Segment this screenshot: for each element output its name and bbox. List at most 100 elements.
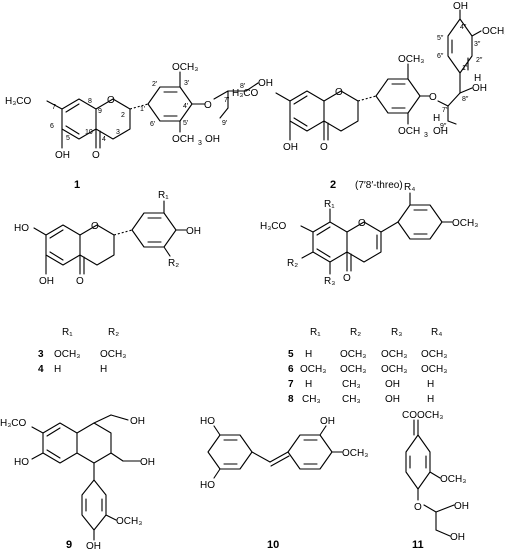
table58-row8-r3: OH: [385, 394, 400, 405]
pos-2pp-2: 2″: [476, 57, 483, 64]
och3-4p-5: OCH₃: [452, 218, 478, 229]
table58-row6-r1: OCH₃: [300, 364, 326, 375]
table58-row5-r1: H: [305, 349, 312, 360]
compound-3-4: HO O O OH R₁ OH R₂ R₁ R₂ 3 OCH₃ OCH₃ 4 H…: [14, 190, 201, 375]
oh-lower-11: OH: [450, 532, 465, 543]
oh-upper-11: OH: [454, 501, 469, 512]
pos-10-1: 10: [85, 129, 93, 136]
h3co-label-1: H₃CO: [5, 96, 32, 107]
compound-2-note: (7′8′-threo): [355, 180, 403, 191]
carbonyl-o-1: O: [92, 150, 100, 161]
r3-label-5: R₃: [324, 276, 335, 287]
table58-row6-r3: OCH₃: [381, 364, 407, 375]
och3-11: OCH₃: [440, 474, 466, 485]
carbonyl-o-5: O: [343, 273, 351, 284]
ho-7-3: HO: [14, 223, 29, 234]
compound-2: H₃CO O O OH OCH₃ O OCH 3 OH OH OCH₃ OH H…: [232, 1, 505, 191]
compound-5-8: H₃CO O O R₁ R₂ R₃ R₄ OCH₃ R₁ R₂ R₃ R₄ 5 …: [260, 182, 478, 405]
pos-3-1: 3: [116, 129, 120, 136]
carbonyl-o-3: O: [76, 276, 84, 287]
table58-row8-id: 8: [288, 394, 294, 405]
oh-8pp-2: OH: [472, 83, 487, 94]
pos-7p-1: 7′: [224, 97, 230, 104]
compound-10-number: 10: [267, 539, 279, 550]
compound-9: H₃CO HO OH OH OH OCH₃ 9: [0, 414, 155, 550]
och3-3pp-2: OCH₃: [482, 26, 505, 37]
compound-2-number: 2: [330, 179, 336, 191]
och3-3p-1: OCH₃: [172, 62, 198, 73]
table58-row7-r4: H: [427, 379, 434, 390]
ho-label-9: HO: [14, 457, 29, 468]
pos-4p-1: 4′: [183, 103, 189, 110]
o-4p-2: O: [429, 92, 437, 103]
table58-row5-r3: OCH₃: [381, 349, 407, 360]
table34-header-r1: R₁: [62, 327, 73, 338]
pos-1p-1: 1′: [140, 106, 146, 113]
table58-header-r4: R₄: [431, 327, 442, 338]
och3-9: OCH₃: [116, 516, 142, 527]
table58-row5-id: 5: [288, 349, 294, 360]
pos-3pp-2: 3″: [474, 41, 481, 48]
h3co-label-2: H₃CO: [232, 88, 259, 99]
table34-row3-id: 3: [38, 349, 44, 360]
pos-5-1: 5: [66, 135, 70, 142]
ho-upper-10: HO: [200, 416, 215, 427]
r2-label-3: R₂: [168, 258, 179, 269]
oh-9p-2: OH: [433, 126, 448, 137]
pos-8p-1: 8′: [240, 83, 246, 90]
table58-row8-r4: H: [427, 394, 434, 405]
table34-header-r2: R₂: [108, 327, 119, 338]
table58-row7-id: 7: [288, 379, 294, 390]
pos-1pp-2: 1″: [462, 65, 469, 72]
table58-row8-r1: CH₃: [302, 394, 321, 405]
table58-row7-r3: OH: [385, 379, 400, 390]
table34-row3-r1: OCH₃: [54, 349, 80, 360]
pos-9pp-2: 9″: [440, 123, 447, 130]
ring-o-1: O: [107, 95, 115, 106]
pos-8pp-2: 8″: [462, 96, 469, 103]
h3co-label-5: H₃CO: [260, 221, 287, 232]
pos-5pp-2: 5″: [437, 35, 444, 42]
o-4p-1: O: [204, 100, 212, 111]
compound-1: H₃CO O O OH OCH₃ O OH OCH 3 OH 7 8 9 2′ …: [5, 62, 273, 191]
oh-4pp-2: OH: [453, 1, 468, 12]
ho-lower-10: HO: [200, 480, 215, 491]
pos-8-1: 8: [88, 98, 92, 105]
och3-5p-2: OCH: [398, 126, 420, 137]
r2-label-5: R₂: [287, 258, 298, 269]
pos-6-1: 6: [50, 123, 54, 130]
oh-5-3: OH: [39, 276, 54, 287]
compound-10: HO HO OH OCH₃ 10: [200, 416, 368, 550]
h-7p-2: H: [433, 113, 440, 124]
och3-5p-1: OCH: [172, 134, 194, 145]
pos-9-1: 9: [98, 108, 102, 115]
compound-1-number: 1: [74, 179, 80, 191]
pos-6pp-2: 6″: [437, 53, 444, 60]
table34-row4-r1: H: [54, 364, 61, 375]
ring-o-2: O: [335, 87, 343, 98]
pos-7pp-2: 7″: [442, 107, 449, 114]
table58-row7-r2: CH₃: [342, 379, 361, 390]
table58-row8-r2: CH₃: [342, 394, 361, 405]
pos-4pp-2: 4″: [460, 24, 467, 31]
r1-label-3: R₁: [158, 190, 169, 201]
table58-header-r3: R₃: [391, 327, 402, 338]
table58-row6-id: 6: [288, 364, 294, 375]
table58-row5-r4: OCH₃: [421, 349, 447, 360]
carbonyl-o-2: O: [320, 142, 328, 153]
h3co-label-9: H₃CO: [0, 418, 27, 429]
oh-4p-3: OH: [186, 226, 201, 237]
oh-10: OH: [320, 416, 335, 427]
table34-row3-r2: OCH₃: [100, 349, 126, 360]
och3-3p-2: OCH₃: [398, 54, 424, 65]
pos-6p-1: 6′: [150, 121, 156, 128]
pos-9p-1: 9′: [222, 120, 228, 127]
oh-9p-1: OH: [205, 134, 220, 145]
oh-upper-9: OH: [130, 416, 145, 427]
table58-header-r1: R₁: [310, 327, 321, 338]
o-ether-11: O: [414, 502, 422, 513]
r1-label-5: R₁: [324, 199, 335, 210]
sub3-1: 3: [198, 140, 202, 147]
